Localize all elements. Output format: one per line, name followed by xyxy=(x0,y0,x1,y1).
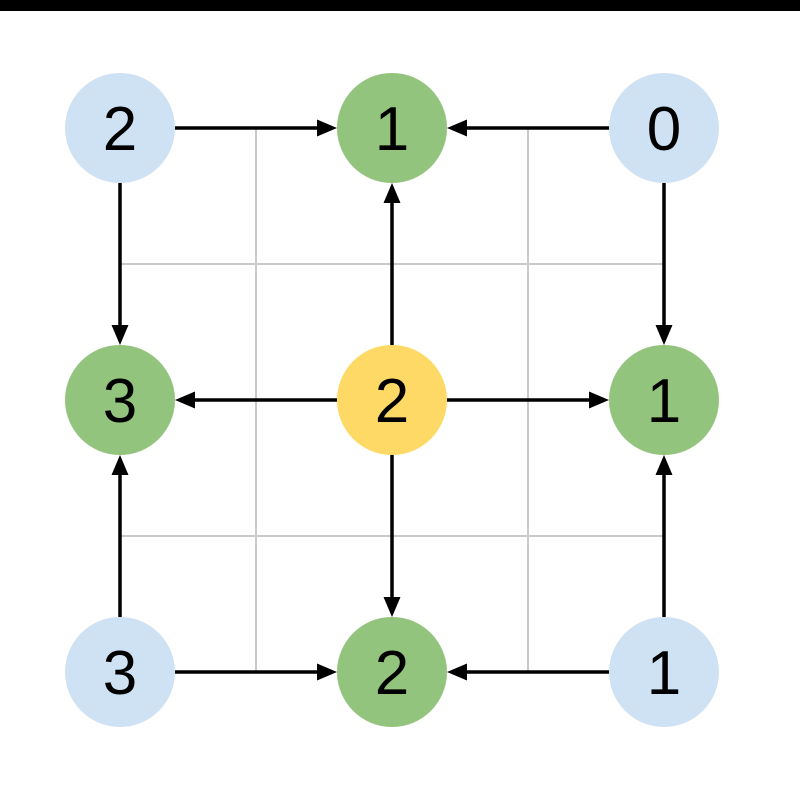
node-label-mid-left: 3 xyxy=(103,367,137,436)
node-top-left xyxy=(65,73,175,183)
node-top-right xyxy=(609,73,719,183)
node-label-bottom-right: 1 xyxy=(647,639,681,708)
arrowhead-center-to-mid-left xyxy=(175,391,195,409)
arrowhead-bottom-right-to-mid-right xyxy=(655,455,673,475)
node-bottom-left xyxy=(65,617,175,727)
arrowhead-top-left-to-mid-left xyxy=(111,325,129,345)
node-top-center xyxy=(337,73,447,183)
node-label-top-right: 0 xyxy=(647,95,681,164)
node-bottom-right xyxy=(609,617,719,727)
arrowhead-top-right-to-mid-right xyxy=(655,325,673,345)
node-mid-left xyxy=(65,345,175,455)
node-label-bottom-left: 3 xyxy=(103,639,137,708)
node-label-mid-right: 1 xyxy=(647,367,681,436)
arrowhead-center-to-top-center xyxy=(383,183,401,203)
arrowhead-center-to-mid-right xyxy=(589,391,609,409)
node-label-top-left: 2 xyxy=(103,95,137,164)
arrowhead-center-to-bottom-center xyxy=(383,597,401,617)
arrowhead-bottom-left-to-mid-left xyxy=(111,455,129,475)
node-bottom-center xyxy=(337,617,447,727)
arrowhead-top-right-to-top-center xyxy=(447,119,467,137)
node-mid-right xyxy=(609,345,719,455)
top-bar xyxy=(0,0,800,11)
node-label-center: 2 xyxy=(375,367,409,436)
node-label-bottom-center: 2 xyxy=(375,639,409,708)
arrowhead-bottom-right-to-bottom-center xyxy=(447,663,467,681)
arrowhead-top-left-to-top-center xyxy=(317,119,337,137)
arrowhead-bottom-left-to-bottom-center xyxy=(317,663,337,681)
node-center xyxy=(337,345,447,455)
node-label-top-center: 1 xyxy=(375,95,409,164)
